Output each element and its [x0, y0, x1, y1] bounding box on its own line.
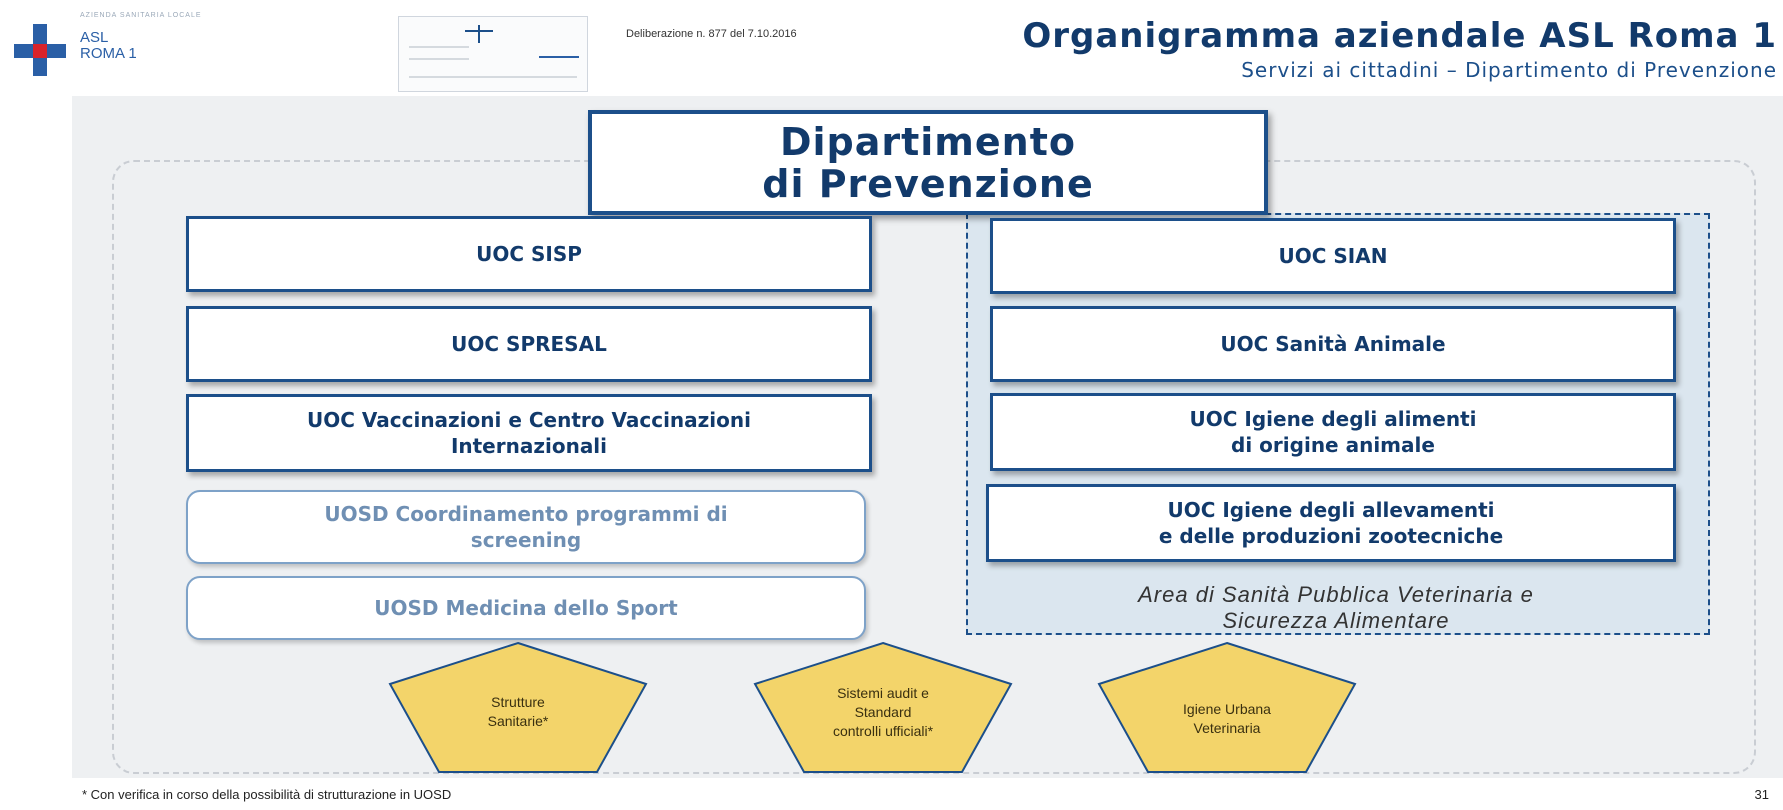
department-box: Dipartimento di Prevenzione: [588, 110, 1268, 215]
unit-uoc-sisp: UOC SISP: [186, 216, 872, 292]
pentagon-label-strutture: Strutture Sanitarie*: [487, 694, 549, 729]
page-subtitle: Servizi ai cittadini – Dipartimento di P…: [1241, 58, 1777, 82]
unit-uoc-igiene-allevamenti: UOC Igiene degli allevamenti e delle pro…: [986, 484, 1676, 562]
logo-text: ASL ROMA 1: [80, 30, 137, 62]
pentagon-label-sistemi-audit: Sistemi audit e Standard controlli uffic…: [832, 685, 934, 739]
unit-uosd-screening: UOSD Coordinamento programmi di screenin…: [186, 490, 866, 564]
logo-line-2: ROMA 1: [80, 45, 137, 62]
logo-line-1: ASL: [80, 29, 109, 46]
unit-uoc-spresal: UOC SPRESAL: [186, 306, 872, 382]
unit-uoc-vaccinazioni: UOC Vaccinazioni e Centro Vaccinazioni I…: [186, 394, 872, 472]
deliberazione-ref: Deliberazione n. 877 del 7.10.2016: [626, 28, 797, 40]
page-number: 31: [1754, 787, 1769, 802]
footnote: * Con verifica in corso della possibilit…: [82, 787, 452, 802]
logo-caption: AZIENDA SANITARIA LOCALE: [80, 12, 202, 19]
vet-area-label: Area di Sanità Pubblica Veterinaria e Si…: [1138, 582, 1534, 633]
unit-uoc-sanita-animale: UOC Sanità Animale: [990, 306, 1676, 382]
unit-uoc-sian: UOC SIAN: [990, 218, 1676, 294]
pentagon-igiene-urbana: [1097, 641, 1357, 773]
unit-uosd-medicina-sport: UOSD Medicina dello Sport: [186, 576, 866, 640]
unit-uoc-igiene-alimenti: UOC Igiene degli alimenti di origine ani…: [990, 393, 1676, 471]
pentagon-label-igiene-urbana: Igiene Urbana Veterinaria: [1183, 701, 1271, 736]
page-title: Organigramma aziendale ASL Roma 1: [1022, 16, 1777, 56]
asl-logo-icon: [14, 24, 66, 76]
organigram-thumbnail-icon: [398, 16, 588, 92]
pentagon-sistemi-audit: [753, 641, 1013, 773]
pentagon-strutture-sanitarie: [388, 641, 648, 773]
